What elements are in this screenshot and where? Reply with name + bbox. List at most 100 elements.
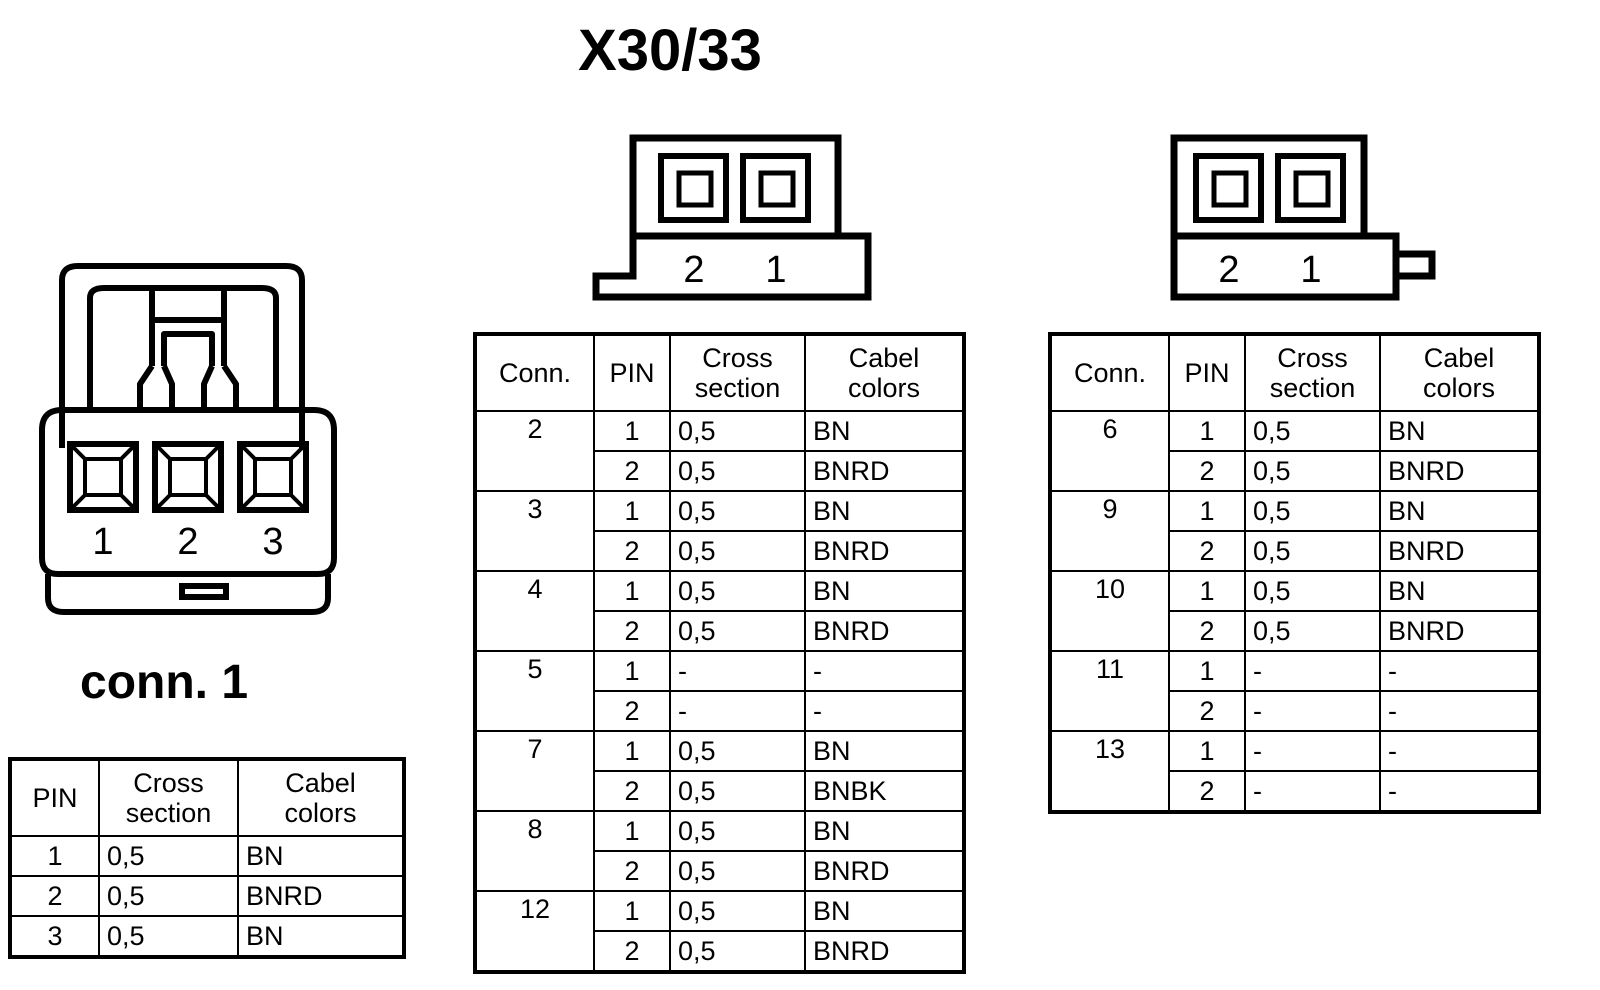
cell-conn: 2: [474, 410, 595, 492]
col-header-cross-line2: section: [125, 798, 212, 828]
cell-pin: 2: [9, 875, 100, 917]
cell-cabel-colors: BN: [237, 915, 405, 958]
col-header-cross-line1: Cross: [133, 767, 204, 798]
connector-1-drawing: 1 2 3: [34, 258, 374, 618]
cell-cross-section: 0,5: [1244, 530, 1381, 572]
cell-cross-section: 0,5: [98, 875, 239, 917]
cell-pin: 2: [1168, 530, 1246, 572]
cell-cabel-colors: BNBK: [804, 770, 965, 812]
cell-pin: 2: [1168, 450, 1246, 492]
cell-conn: 6: [1049, 410, 1170, 492]
cell-pin: 1: [1168, 570, 1246, 612]
cell-cabel-colors: BNRD: [804, 450, 965, 492]
page-title-text: X30/33: [578, 18, 762, 83]
cell-cabel-colors: BN: [1379, 410, 1540, 452]
middle-connector-svg: 2 1: [592, 134, 872, 301]
cell-cross-section: 0,5: [1244, 570, 1381, 612]
cell-conn: 7: [474, 730, 595, 812]
col-header-pin: PIN: [1168, 333, 1246, 412]
cell-cabel-colors: BNRD: [237, 875, 405, 917]
cell-cabel-colors: -: [804, 650, 965, 692]
col-header-cabel-line2: colors: [284, 798, 357, 828]
cell-cabel-colors: BN: [804, 410, 965, 452]
cell-pin: 1: [593, 490, 671, 532]
col-header-pin: PIN: [9, 758, 100, 837]
cell-cross-section: -: [669, 650, 806, 692]
cell-cabel-colors: BNRD: [804, 930, 965, 973]
cell-cabel-colors: BN: [1379, 490, 1540, 532]
page-title: X30/33: [0, 22, 1600, 80]
col-header-cabel-line2: colors: [1422, 373, 1496, 403]
table-row: 1 0,5 BN: [9, 835, 405, 877]
table-header-row: Conn. PIN Cross section Cabel colors: [474, 333, 965, 412]
col-header-cross-section: Cross section: [669, 333, 806, 412]
cell-cross-section: 0,5: [1244, 490, 1381, 532]
col-header-cross-line2: section: [694, 373, 781, 403]
col-header-cross-section: Cross section: [98, 758, 239, 837]
table-header-row: PIN Cross section Cabel colors: [9, 758, 405, 837]
cell-cross-section: 0,5: [98, 915, 239, 958]
table-row: 2--: [1050, 690, 1540, 732]
cell-conn: 3: [474, 490, 595, 572]
cell-conn: 10: [1049, 570, 1170, 652]
table-row: 3 0,5 BN: [9, 915, 405, 958]
col-header-cabel-colors: Cabel colors: [1379, 333, 1540, 412]
cell-cross-section: -: [1244, 650, 1381, 692]
table-row: 2--: [1050, 770, 1540, 813]
col-header-cabel-line2: colors: [847, 373, 921, 403]
cell-cabel-colors: BN: [1379, 570, 1540, 612]
col-header-pin: PIN: [593, 333, 671, 412]
cell-pin: 1: [9, 835, 100, 877]
cell-cross-section: 0,5: [669, 890, 806, 932]
cell-pin: 2: [593, 850, 671, 892]
cell-pin: 2: [593, 930, 671, 973]
cell-cabel-colors: BNRD: [804, 530, 965, 572]
cell-pin: 2: [593, 610, 671, 652]
cell-pin: 1: [593, 570, 671, 612]
cell-cabel-colors: BN: [804, 730, 965, 772]
connector-1-svg: 1 2 3: [39, 263, 337, 615]
cell-pin: 1: [593, 810, 671, 852]
cell-cross-section: 0,5: [1244, 610, 1381, 652]
table-row: 2 0,5 BNRD: [9, 875, 405, 917]
cell-pin: 2: [593, 690, 671, 732]
cell-pin: 1: [593, 650, 671, 692]
cell-pin: 1: [1168, 410, 1246, 452]
cell-cabel-colors: -: [1379, 690, 1540, 732]
col-header-cabel-line1: Cabel: [285, 767, 356, 798]
connector-1-table: PIN Cross section Cabel colors 1 0,5 BN …: [8, 757, 406, 959]
connector-1-pin-label-2: 2: [177, 521, 198, 563]
right-connector-pin-label-2: 2: [1218, 249, 1239, 291]
cell-cabel-colors: BNRD: [1379, 610, 1540, 652]
right-connector-pin-label-1: 1: [1300, 249, 1321, 291]
cell-conn: 8: [474, 810, 595, 892]
col-header-cabel-line1: Cabel: [848, 342, 920, 373]
col-header-conn: Conn.: [474, 333, 595, 412]
cell-cross-section: -: [1244, 690, 1381, 732]
cell-cabel-colors: BN: [804, 490, 965, 532]
cell-pin: 1: [593, 890, 671, 932]
cell-pin: 1: [593, 410, 671, 452]
cell-cabel-colors: -: [1379, 650, 1540, 692]
cell-cross-section: 0,5: [1244, 450, 1381, 492]
middle-connector-pin-label-2: 2: [683, 249, 704, 291]
